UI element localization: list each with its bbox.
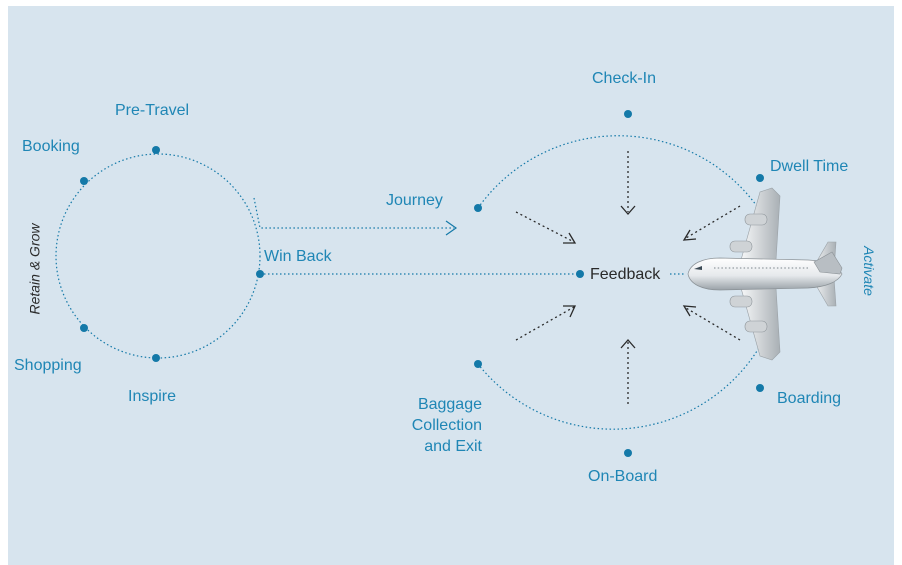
label-baggage-line-3: and Exit bbox=[424, 438, 482, 455]
dot-baggage bbox=[474, 360, 482, 368]
diagram-canvas: Pre-Travel Booking Shopping Inspire Reta… bbox=[8, 6, 894, 565]
arrow-from-bottom-right-head bbox=[682, 305, 697, 317]
airplane-icon bbox=[687, 187, 843, 361]
arrow-from-top-head bbox=[620, 205, 636, 215]
diagram-svg bbox=[55, 110, 843, 457]
arrow-from-bottom-right bbox=[685, 307, 741, 341]
arrow-from-top-left-head bbox=[563, 232, 577, 244]
label-baggage-collection-exit: Baggage Collection and Exit bbox=[408, 394, 482, 457]
label-pre-travel: Pre-Travel bbox=[115, 102, 190, 119]
journey-arrowhead bbox=[445, 220, 458, 236]
label-retain-grow: Retain & Grow bbox=[26, 223, 43, 315]
label-dwell-time: Dwell Time bbox=[770, 158, 849, 175]
arrow-from-top-right-head bbox=[682, 229, 697, 241]
label-shopping: Shopping bbox=[14, 357, 82, 374]
label-baggage-line-1: Baggage bbox=[417, 396, 482, 413]
stage-dots bbox=[80, 110, 764, 457]
dot-shopping bbox=[80, 324, 88, 332]
dot-dwell-time bbox=[756, 174, 764, 182]
label-journey: Journey bbox=[386, 192, 443, 209]
dot-boarding bbox=[756, 384, 764, 392]
right-loop-arc-bottom bbox=[477, 326, 771, 430]
label-check-in: Check-In bbox=[592, 70, 657, 87]
arrow-from-top-left bbox=[515, 211, 575, 243]
label-booking: Booking bbox=[22, 138, 80, 155]
dot-win-back bbox=[256, 270, 264, 278]
label-baggage-line-2: Collection bbox=[411, 417, 482, 434]
feedback-arrows bbox=[515, 151, 741, 404]
label-feedback: Feedback bbox=[590, 266, 661, 283]
arrow-from-bottom-left-head bbox=[563, 305, 577, 318]
dot-booking bbox=[80, 177, 88, 185]
dot-check-in bbox=[624, 110, 632, 118]
label-inspire: Inspire bbox=[128, 388, 177, 405]
label-activate: Activate bbox=[860, 246, 877, 296]
left-loop-circle bbox=[55, 153, 261, 359]
arrow-from-bottom-left bbox=[515, 306, 575, 341]
dot-on-board bbox=[624, 449, 632, 457]
dot-feedback bbox=[576, 270, 584, 278]
right-loop-arc-top bbox=[477, 135, 771, 228]
dot-inspire bbox=[152, 354, 160, 362]
dot-journey bbox=[474, 204, 482, 212]
dot-pre-travel bbox=[152, 146, 160, 154]
arrow-from-top-right bbox=[685, 205, 741, 239]
label-on-board: On-Board bbox=[588, 468, 658, 485]
label-win-back: Win Back bbox=[264, 248, 332, 265]
arrow-from-bottom-head bbox=[620, 339, 636, 349]
label-boarding: Boarding bbox=[777, 390, 842, 407]
